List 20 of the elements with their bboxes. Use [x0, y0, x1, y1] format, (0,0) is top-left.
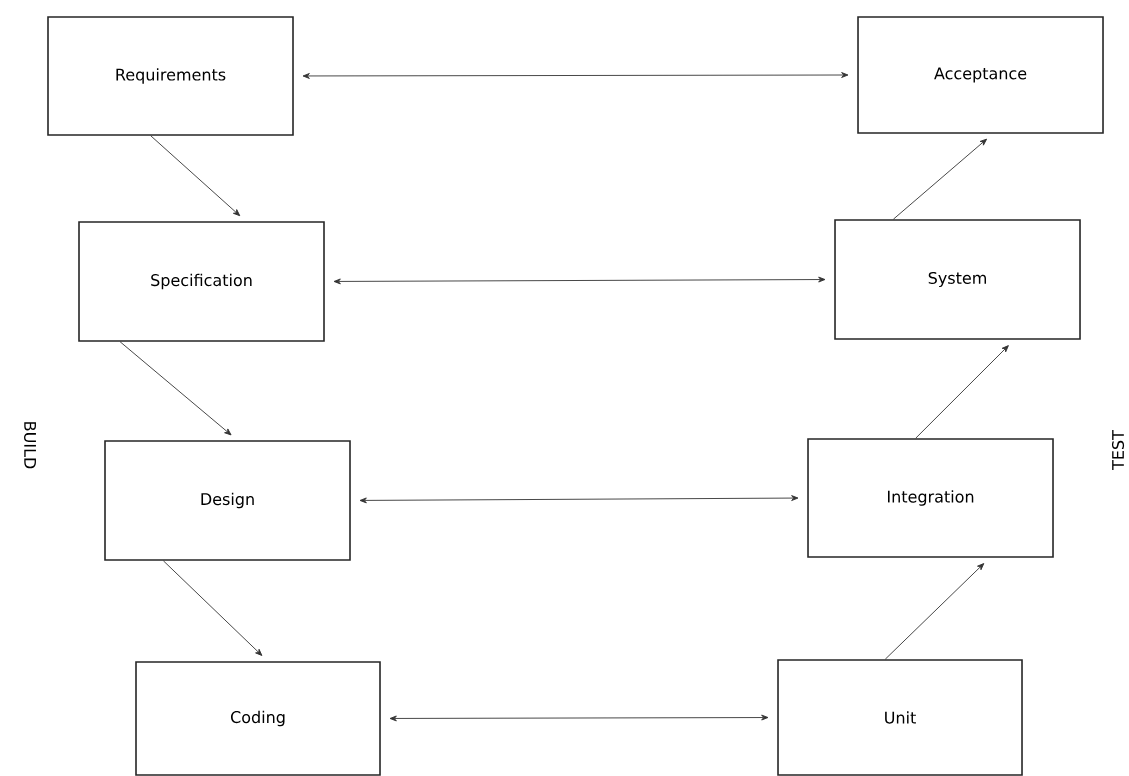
process-box: Requirements	[47, 16, 294, 136]
process-box: Unit	[777, 659, 1023, 776]
process-box: Design	[104, 440, 351, 561]
arrow	[162, 560, 263, 656]
arrow	[119, 341, 232, 436]
arrow	[915, 345, 1009, 439]
arrow	[884, 563, 985, 660]
arrow	[333, 276, 826, 285]
arrow	[892, 138, 988, 220]
process-box: Specification	[78, 221, 325, 342]
arrow	[359, 495, 799, 504]
arrow	[389, 714, 769, 722]
arrow	[302, 72, 849, 79]
side-label: TEST	[1111, 430, 1125, 470]
process-box: Integration	[807, 438, 1054, 558]
side-label: BUILD	[24, 422, 36, 469]
arrow	[150, 135, 241, 217]
process-box: System	[834, 219, 1081, 340]
process-box: Acceptance	[857, 16, 1104, 134]
process-box: Coding	[135, 661, 381, 776]
